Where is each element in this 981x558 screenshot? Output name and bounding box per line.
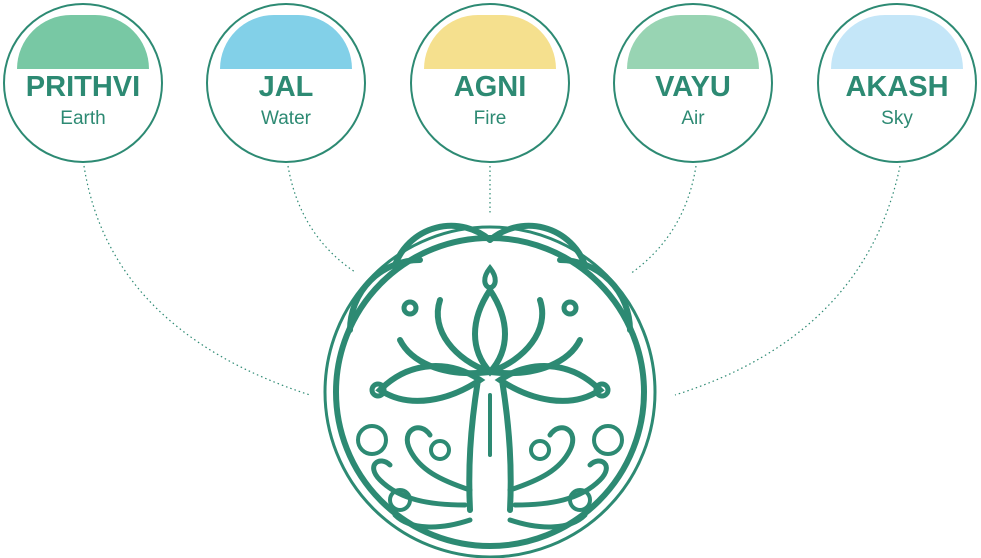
element-akash: AKASH Sky [817,3,977,163]
sky-cap [831,15,963,69]
element-name: VAYU [655,71,731,103]
element-agni: AGNI Fire [410,3,570,163]
connector-prithvi [83,165,311,396]
connector-vayu [629,165,697,275]
element-meaning: Water [261,108,311,129]
element-prithvi: PRITHVI Earth [3,3,163,163]
fire-cap [424,15,556,69]
element-meaning: Sky [881,108,913,129]
element-meaning: Earth [60,108,106,129]
water-cap [220,15,352,69]
connector-jal [287,165,356,273]
element-name: PRITHVI [25,71,141,103]
earth-cap [17,15,149,69]
air-cap [627,15,759,69]
tree-of-life-icon [323,222,657,558]
connector-akash [674,165,901,396]
element-name: JAL [258,71,314,103]
element-name: AKASH [845,71,949,103]
element-jal: JAL Water [206,3,366,163]
element-meaning: Fire [473,108,507,129]
element-name: AGNI [453,71,527,103]
element-meaning: Air [681,108,705,129]
element-vayu: VAYU Air [613,3,773,163]
